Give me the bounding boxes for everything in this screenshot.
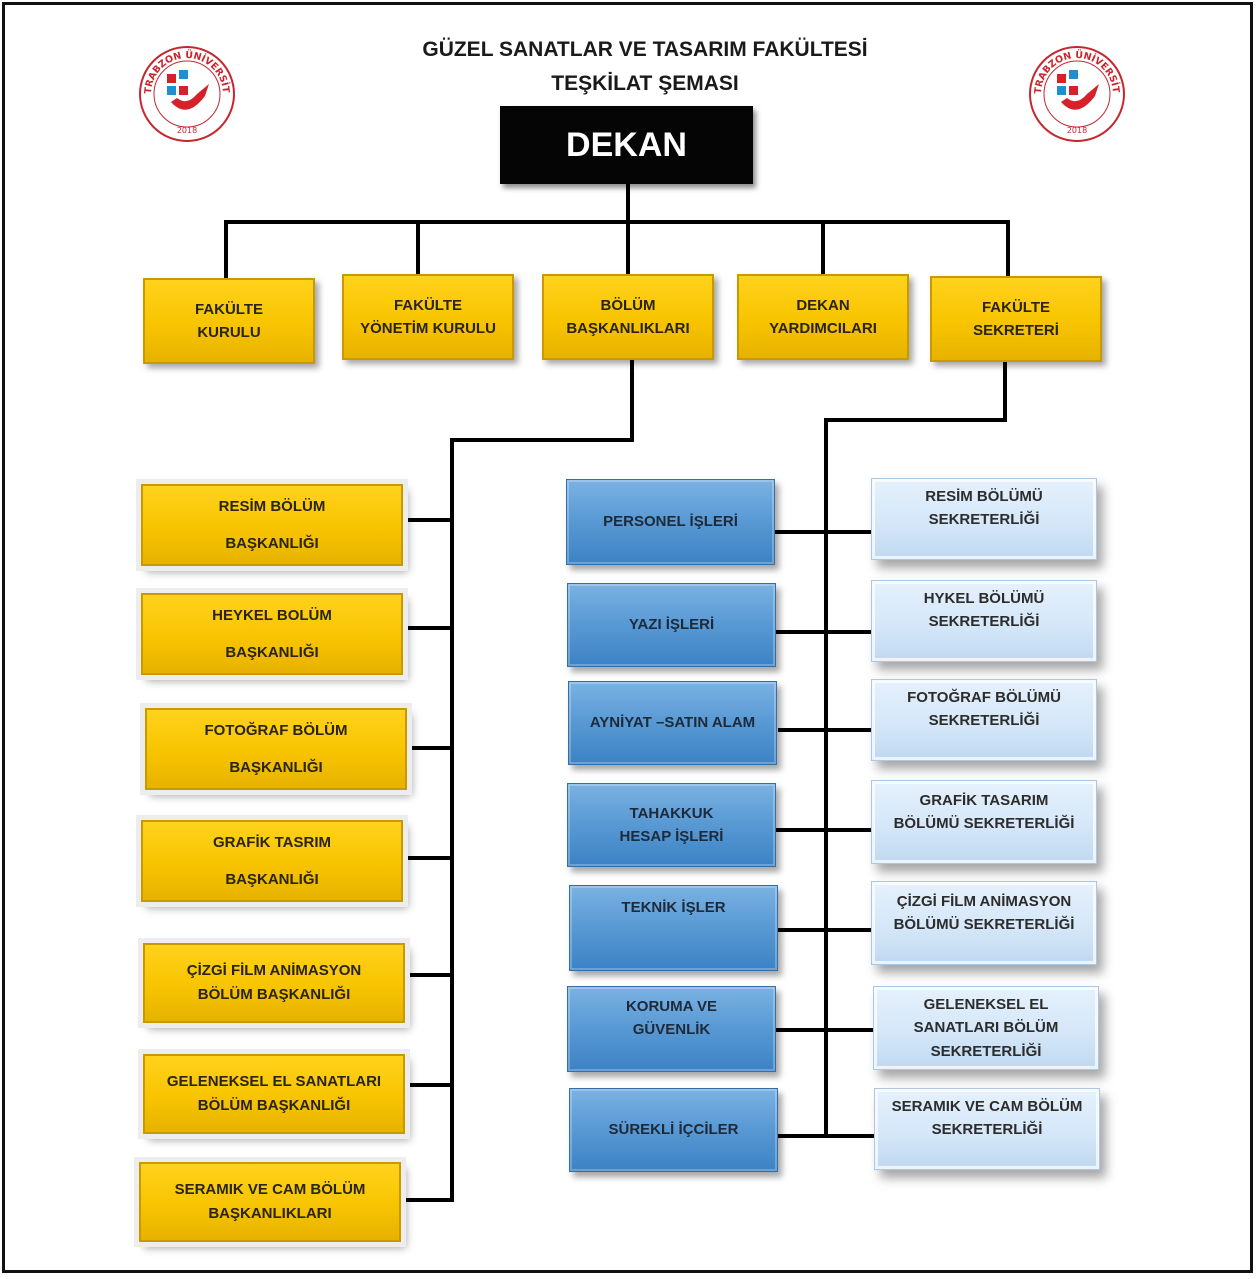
department-head-fotograf: FOTOĞRAF BÖLÜM BAŞKANLIĞI	[145, 708, 407, 790]
top-unit-dekan-yardimcilari: DEKAN YARDIMCILARI	[737, 274, 909, 360]
top-unit-line1: FAKÜLTE	[194, 300, 264, 318]
department-head-line1: ÇİZGİ FİLM ANİMASYON	[186, 962, 362, 979]
top-unit-line2: YARDIMCILARI	[769, 320, 877, 337]
department-head-animasyon: ÇİZGİ FİLM ANİMASYON BÖLÜM BAŞKANLIĞI	[143, 943, 405, 1023]
connector-secretary-trunk	[824, 360, 1007, 1138]
top-unit-line1: DEKAN	[796, 296, 850, 314]
department-head-line2: BÖLÜM BAŞKANLIĞI	[197, 986, 351, 1003]
connector-heads-trunk	[398, 358, 634, 1202]
secretariat-line2: SEKRETERLİĞİ	[928, 511, 1040, 529]
top-unit-line2: BAŞKANLIKLARI	[566, 320, 690, 337]
secretariat-seramik: SERAMIK VE CAM BÖLÜM SEKRETERLİĞİ	[874, 1088, 1100, 1170]
secretariat-line1: FOTOĞRAF BÖLÜMÜ	[907, 689, 1061, 706]
chart-title-line1: GÜZEL SANATLAR VE TASARIM FAKÜLTESİ	[422, 38, 868, 61]
dekan-node: DEKAN	[500, 106, 753, 184]
service-line1: PERSONEL İŞLERİ	[603, 513, 738, 531]
university-logo-right: TRABZON ÜNİVERSİTESİ 2018	[1027, 44, 1125, 142]
secretariat-line2: SEKRETERLİĞİ	[931, 1121, 1043, 1139]
secretariat-grafik: GRAFİK TASARIM BÖLÜMÜ SEKRETERLİĞİ	[871, 780, 1097, 864]
service-line1: TEKNİK İŞLER	[621, 899, 726, 916]
service-personel: PERSONEL İŞLERİ	[566, 479, 775, 565]
service-tahakkuk: TAHAKKUK HESAP İŞLERİ	[567, 783, 776, 867]
secretariat-line2: SANATLARI BÖLÜM	[913, 1019, 1059, 1037]
top-unit-bolum-baskanliklari: BÖLÜM BAŞKANLIKLARI	[542, 274, 714, 360]
service-surekli-isciler: SÜREKLİ İÇCİLER	[569, 1088, 778, 1172]
department-head-line2: BAŞKANLIĞI	[225, 535, 319, 552]
secretariat-line2: SEKRETERLİĞİ	[928, 613, 1040, 631]
top-unit-yonetim-kurulu: FAKÜLTE YÖNETİM KURULU	[342, 274, 514, 360]
secretariat-line1: HYKEL BÖLÜMÜ	[923, 590, 1045, 607]
secretariat-line2: BÖLÜMÜ SEKRETERLİĞİ	[893, 815, 1075, 833]
service-line1: YAZI İŞLERİ	[628, 616, 715, 634]
logo-year: 2018	[177, 126, 197, 135]
department-head-el-sanatlari: GELENEKSEL EL SANATLARI BÖLÜM BAŞKANLIĞI	[143, 1054, 405, 1134]
service-line1: SÜREKLİ İÇCİLER	[608, 1121, 739, 1139]
service-yazi: YAZI İŞLERİ	[567, 583, 776, 667]
department-head-line1: HEYKEL BOLÜM	[212, 606, 332, 624]
department-head-seramik: SERAMIK VE CAM BÖLÜM BAŞKANLIKLARI	[139, 1162, 401, 1242]
top-unit-line1: FAKÜLTE	[981, 298, 1051, 316]
top-unit-line2: SEKRETERİ	[973, 322, 1059, 339]
service-ayniyat: AYNİYAT –SATIN ALAM	[568, 681, 777, 765]
secretariat-line3: SEKRETERLİĞİ	[930, 1042, 1042, 1060]
top-unit-fakulte-sekreteri: FAKÜLTE SEKRETERİ	[930, 276, 1102, 362]
dekan-label: DEKAN	[566, 125, 687, 164]
top-unit-line1: FAKÜLTE	[393, 296, 463, 314]
secretariat-resim: RESİM BÖLÜMÜ SEKRETERLİĞİ	[871, 478, 1097, 560]
secretariat-line1: RESİM BÖLÜMÜ	[925, 488, 1043, 505]
secretariat-el-sanatlari: GELENEKSEL EL SANATLARI BÖLÜM SEKRETERLİ…	[873, 986, 1099, 1070]
department-head-line1: SERAMIK VE CAM BÖLÜM	[174, 1181, 366, 1198]
department-head-line2: BAŞKANLIĞI	[229, 759, 323, 776]
department-head-line2: BÖLÜM BAŞKANLIĞI	[197, 1097, 351, 1114]
top-unit-line2: YÖNETİM KURULU	[360, 320, 496, 337]
chart-title-line2: TEŞKİLAT ŞEMASI	[551, 72, 739, 95]
service-line1: TAHAKKUK	[629, 804, 714, 822]
department-head-line1: GELENEKSEL EL SANATLARI	[166, 1073, 382, 1090]
top-unit-line2: KURULU	[197, 324, 261, 341]
department-head-line1: RESİM BÖLÜM	[218, 497, 326, 515]
department-head-grafik: GRAFİK TASRIM BAŞKANLIĞI	[141, 820, 403, 902]
secretariat-line2: BÖLÜMÜ SEKRETERLİĞİ	[893, 916, 1075, 934]
secretariat-line1: GRAFİK TASARIM	[919, 792, 1049, 809]
university-logo-left: TRABZON ÜNİVERSİTESİ 2018	[137, 44, 235, 142]
secretariat-heykel: HYKEL BÖLÜMÜ SEKRETERLİĞİ	[871, 580, 1097, 662]
department-head-line1: FOTOĞRAF BÖLÜM	[204, 721, 348, 739]
department-head-heykel: HEYKEL BOLÜM BAŞKANLIĞI	[141, 593, 403, 675]
top-unit-fakulte-kurulu: FAKÜLTE KURULU	[143, 278, 315, 364]
secretariat-line1: SERAMIK VE CAM BÖLÜM	[891, 1098, 1083, 1115]
department-head-line2: BAŞKANLIKLARI	[208, 1205, 332, 1222]
secretariat-animasyon: ÇİZGİ FİLM ANİMASYON BÖLÜMÜ SEKRETERLİĞİ	[871, 881, 1097, 965]
service-teknik: TEKNİK İŞLER	[569, 885, 778, 971]
service-line2: HESAP İŞLERİ	[619, 828, 724, 845]
department-head-line2: BAŞKANLIĞI	[225, 644, 319, 661]
secretariat-line1: ÇİZGİ FİLM ANİMASYON	[896, 893, 1072, 910]
department-head-line2: BAŞKANLIĞI	[225, 871, 319, 888]
service-koruma: KORUMA VE GÜVENLİK	[567, 986, 776, 1072]
secretariat-line2: SEKRETERLİĞİ	[928, 712, 1040, 730]
top-unit-line1: BÖLÜM	[600, 296, 656, 314]
department-head-line1: GRAFİK TASRIM	[212, 833, 332, 851]
service-line1: AYNİYAT –SATIN ALAM	[589, 714, 756, 732]
secretariat-line1: GELENEKSEL EL	[923, 996, 1049, 1014]
secretariat-fotograf: FOTOĞRAF BÖLÜMÜ SEKRETERLİĞİ	[871, 679, 1097, 761]
department-head-resim: RESİM BÖLÜM BAŞKANLIĞI	[141, 484, 403, 566]
service-line1: KORUMA VE	[625, 998, 718, 1015]
logo-year: 2018	[1067, 126, 1087, 135]
service-line2: GÜVENLİK	[632, 1021, 711, 1039]
